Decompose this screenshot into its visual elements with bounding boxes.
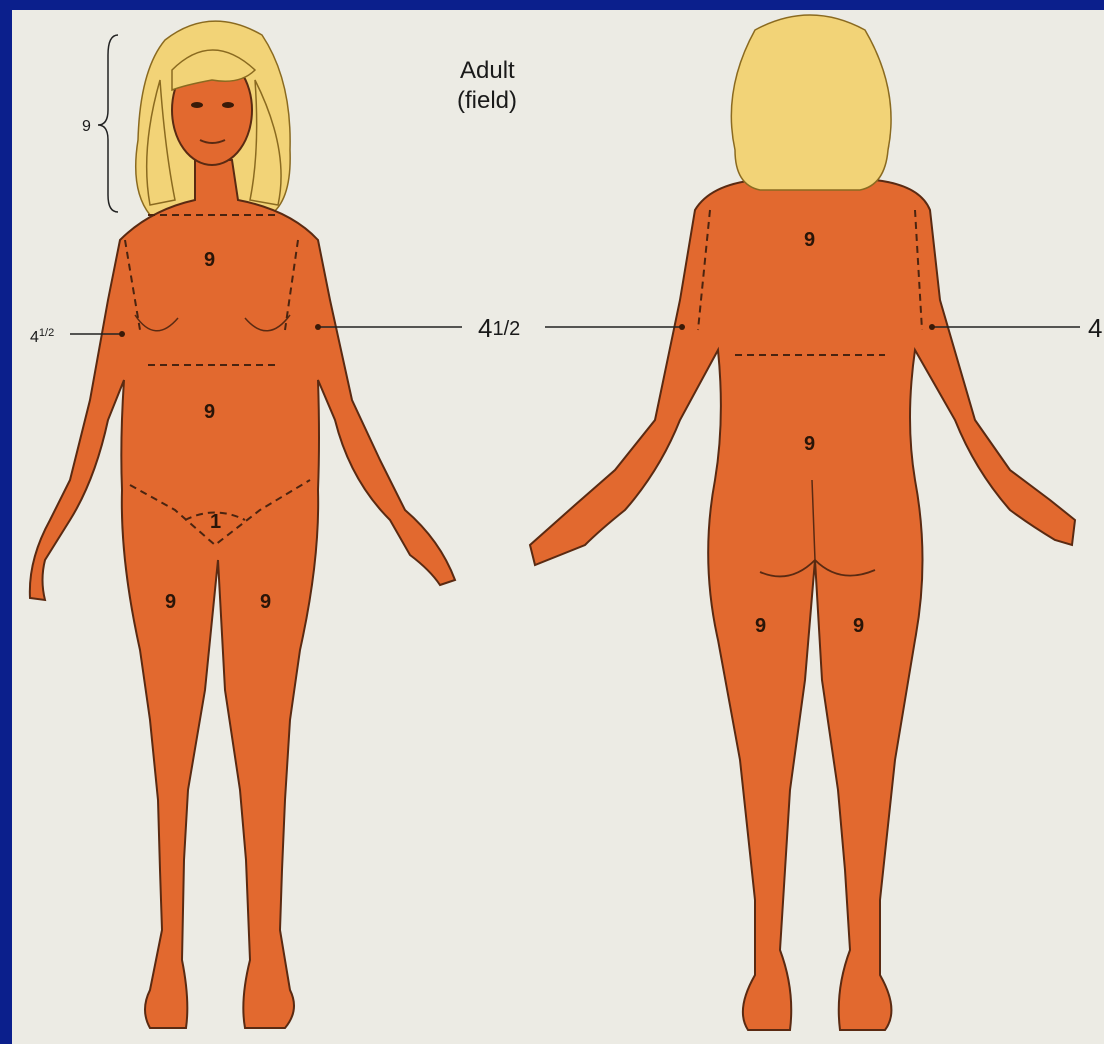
label-leg-back-right: 9 (853, 615, 864, 637)
label-arm-center: 41/2 (478, 313, 520, 343)
head-brace: 9 (82, 35, 118, 212)
label-arm-right: 4 (1088, 313, 1102, 343)
label-abdomen-front: 9 (204, 401, 215, 423)
label-perineum: 1 (210, 511, 221, 533)
label-leg-front-left: 9 (165, 591, 176, 613)
leader-dot-arm-left (119, 331, 125, 337)
leader-dot-arm-right (929, 324, 935, 330)
front-figure (30, 21, 455, 1028)
head-brace-label: 9 (82, 118, 91, 135)
leader-dot-arm-center-right (679, 324, 685, 330)
label-back-lower: 9 (804, 433, 815, 455)
label-arm-left: 41/2 (30, 327, 54, 346)
diagram-title-line1: Adult (460, 57, 515, 84)
label-leg-back-left: 9 (755, 615, 766, 637)
label-back-upper: 9 (804, 229, 815, 251)
label-leg-front-right: 9 (260, 591, 271, 613)
back-figure (530, 15, 1075, 1030)
diagram-title-line2: (field) (457, 87, 517, 114)
leader-dot-arm-center-left (315, 324, 321, 330)
label-chest-front: 9 (204, 249, 215, 271)
